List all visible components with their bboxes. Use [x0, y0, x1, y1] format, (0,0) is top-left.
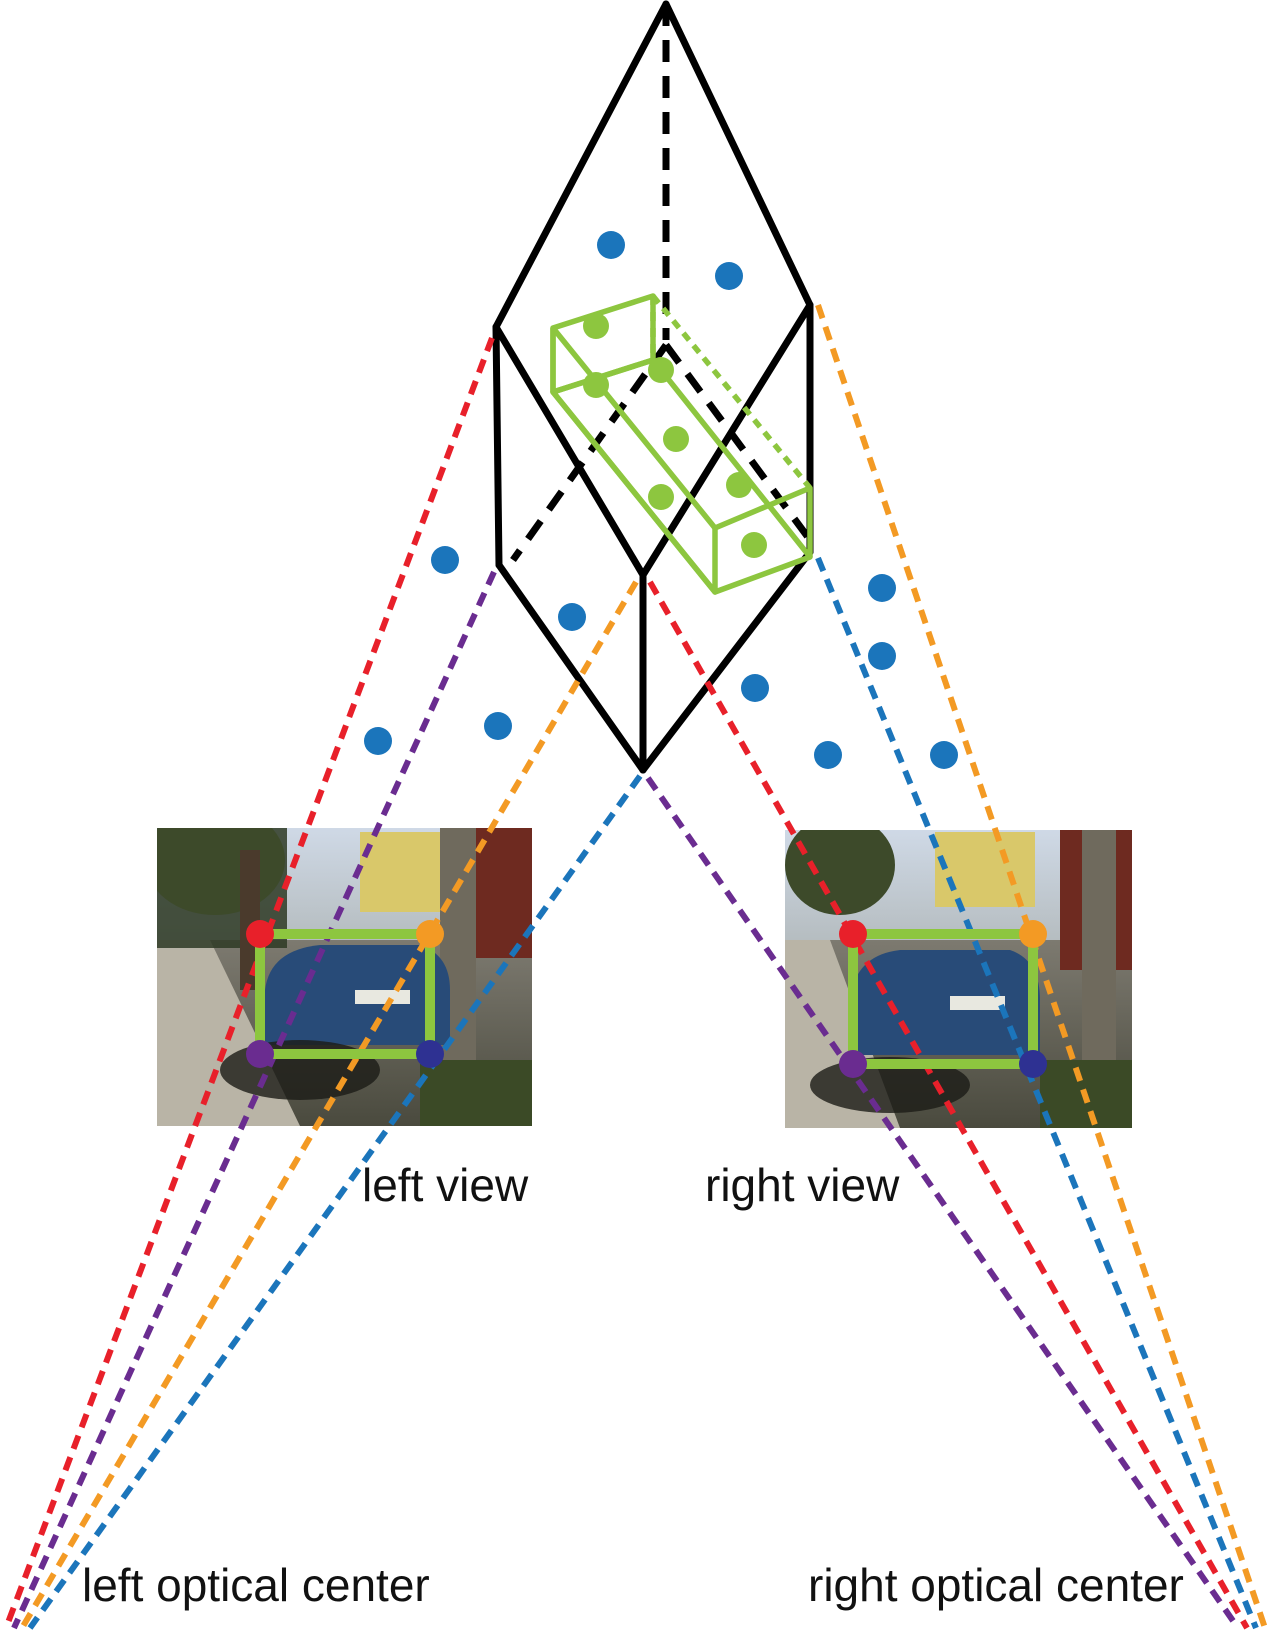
ray-blue-left	[27, 774, 643, 1630]
left-view-label: left view	[362, 1159, 529, 1211]
box-long-top-edge	[550, 326, 813, 557]
corner-red	[246, 920, 274, 948]
blue-points	[364, 231, 958, 769]
ray-orange-left	[19, 580, 639, 1630]
green-3d-box	[550, 293, 813, 595]
box-keypoint	[663, 426, 689, 452]
right-bbox	[848, 929, 1038, 1069]
box-keypoint	[648, 357, 674, 383]
blue-point	[814, 741, 842, 769]
frustum-left-vertical	[492, 323, 503, 569]
right-camera-rays	[645, 304, 1268, 1630]
ray-red-right	[647, 580, 1250, 1630]
blue-point	[364, 727, 392, 755]
frustum-hidden-back-right	[663, 342, 813, 543]
box-keypoint	[726, 472, 752, 498]
box-long-bottom-edge	[550, 390, 718, 595]
left-optical-center-label: left optical center	[82, 1559, 430, 1611]
frustum-inner-right	[639, 301, 814, 579]
frustum-bottom-right	[639, 548, 814, 774]
left-bbox	[255, 929, 435, 1059]
ray-purple-left	[11, 570, 497, 1630]
blue-point	[868, 574, 896, 602]
right-view-label: right view	[705, 1159, 900, 1211]
left-camera-rays	[3, 336, 643, 1630]
right-optical-center-label: right optical center	[808, 1559, 1184, 1611]
frustum-top-right-edge	[662, 0, 814, 309]
blue-point	[484, 712, 512, 740]
right-2d-box	[839, 920, 1047, 1078]
box-keypoint	[583, 313, 609, 339]
corner-orange	[1019, 920, 1047, 948]
left-2d-box	[246, 920, 444, 1068]
ray-purple-right	[645, 776, 1241, 1630]
left-view-image	[157, 828, 532, 1126]
right-view-image	[785, 830, 1132, 1128]
box-keypoint	[648, 484, 674, 510]
frustum-top-left-edge	[492, 0, 670, 331]
corner-purple	[246, 1040, 274, 1068]
box-keypoint	[741, 532, 767, 558]
frustum-hidden-back-left	[510, 342, 669, 563]
corner-navy	[416, 1040, 444, 1068]
frustum-volume	[492, 0, 814, 774]
corner-orange	[416, 920, 444, 948]
frustum-bottom-left	[495, 561, 647, 774]
ray-orange-right	[815, 304, 1268, 1629]
blue-point	[741, 674, 769, 702]
corner-purple	[839, 1050, 867, 1078]
blue-point	[431, 546, 459, 574]
ray-blue-right	[815, 556, 1259, 1630]
blue-point	[868, 642, 896, 670]
corner-navy	[1019, 1050, 1047, 1078]
corner-red	[839, 920, 867, 948]
blue-point	[597, 231, 625, 259]
blue-point	[930, 741, 958, 769]
frustum-inner-left	[492, 323, 647, 579]
blue-point	[715, 262, 743, 290]
blue-point	[558, 603, 586, 631]
box-keypoint	[583, 372, 609, 398]
